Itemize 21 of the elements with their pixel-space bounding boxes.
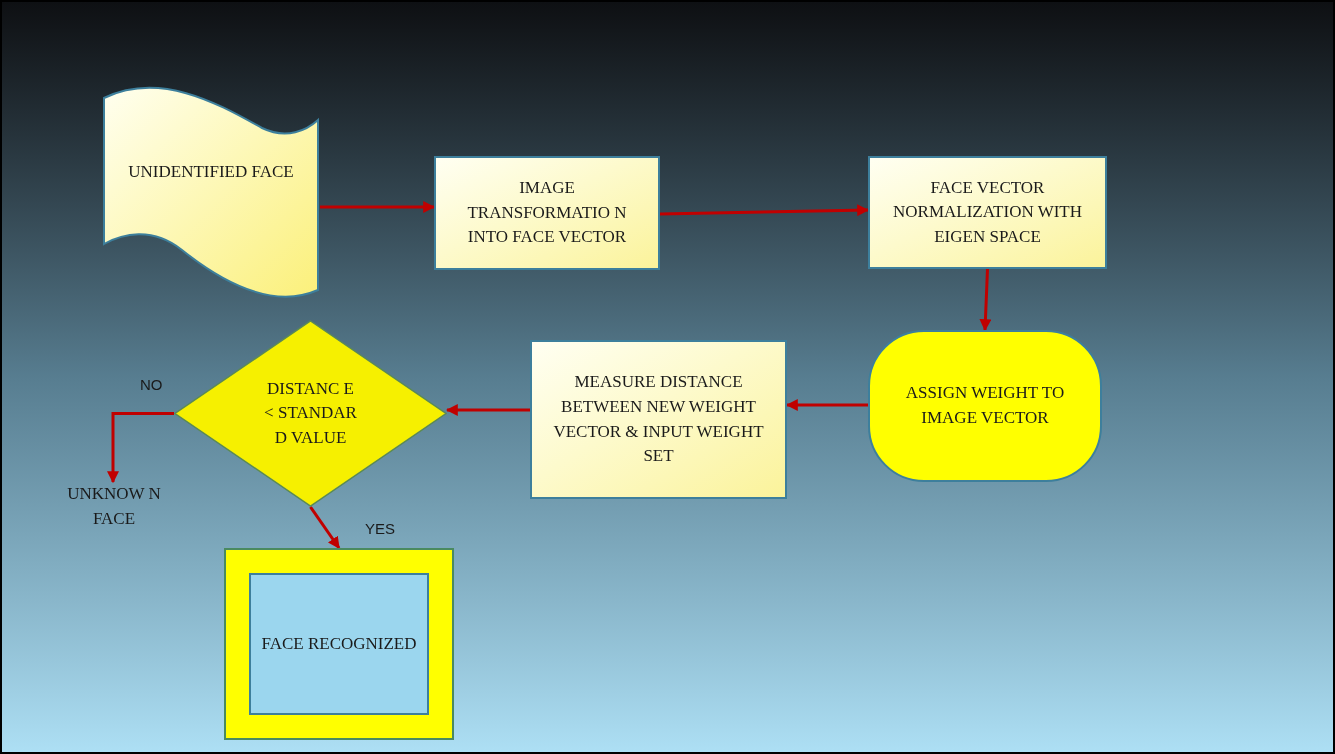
edge-label: YES: [365, 519, 395, 539]
node-text: FACE VECTOR NORMALIZATION WITH EIGEN SPACE: [892, 176, 1083, 248]
double-frame-box: [224, 548, 454, 740]
node-text: UNIDENTIFIED FACE: [128, 160, 294, 183]
node-text: UNKNOW N FACE: [66, 483, 162, 530]
rounded-box: [868, 330, 1102, 482]
process-box: [868, 156, 1107, 269]
edge-label: NO: [140, 375, 163, 395]
node-text: IMAGE TRANSFORMATIO N INTO FACE VECTOR: [466, 177, 628, 249]
node-text: MEASURE DISTANCE BETWEEN NEW WEIGHT VECTOR & INPUT WEIGHT SET: [552, 371, 765, 468]
arrow: [445, 404, 530, 416]
arrow: [979, 268, 992, 332]
node-text: ASSIGN WEIGHT TO IMAGE VECTOR: [904, 382, 1066, 429]
process-box: [434, 156, 660, 270]
process-box: [530, 340, 787, 499]
node-text: DISTANC E < STANDAR D VALUE: [263, 377, 358, 449]
arrow: [659, 204, 870, 217]
arrow: [309, 506, 341, 549]
node-text: FACE RECOGNIZED: [261, 632, 417, 655]
arrow: [320, 201, 436, 213]
arrow: [107, 412, 174, 484]
